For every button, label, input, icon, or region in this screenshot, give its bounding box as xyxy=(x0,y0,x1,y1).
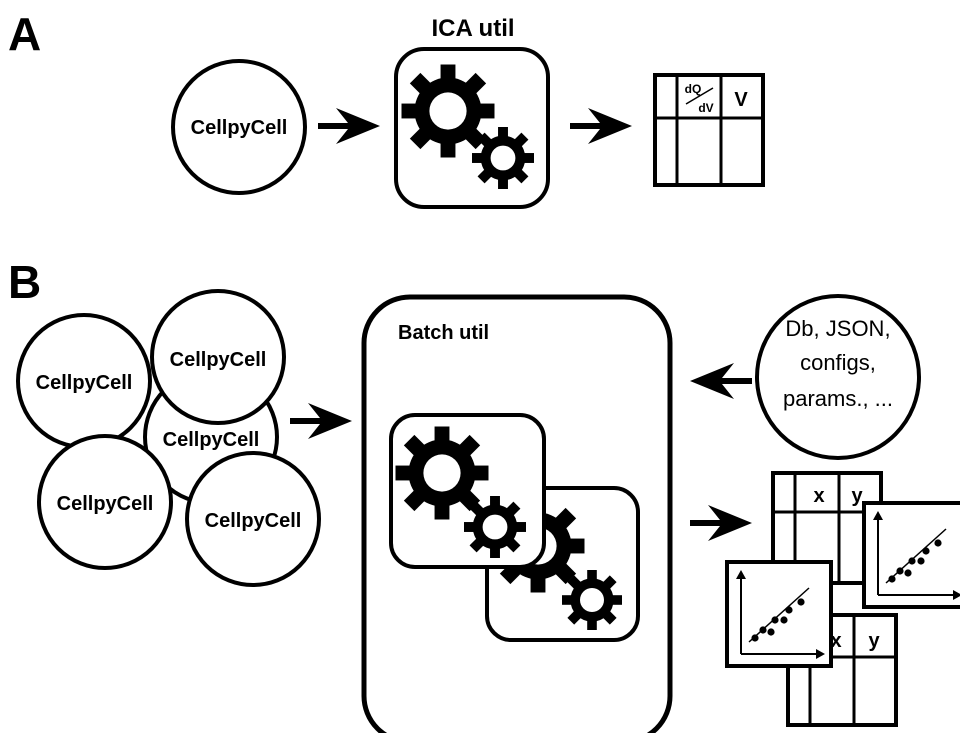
cellpycell-label-b-bottomleft: CellpyCell xyxy=(57,493,154,515)
gear-icon-b-back-small xyxy=(562,570,622,630)
cellpycell-label-b-middle: CellpyCell xyxy=(163,429,260,451)
arrow-icon-b1 xyxy=(290,403,352,439)
gear-icon-a-small xyxy=(472,127,534,189)
table-back-header-x: x xyxy=(813,485,824,507)
table-header-dq: dQ xyxy=(685,82,702,96)
cellpycell-circle-b-bottomleft xyxy=(37,434,173,570)
inputs-line-3: params., ... xyxy=(783,386,893,411)
panel-b-letter: B xyxy=(8,256,41,308)
gear-icon-a-large xyxy=(401,64,495,158)
cellpycell-label-a: CellpyCell xyxy=(191,117,288,139)
cellpycell-label-b-bottomright: CellpyCell xyxy=(205,510,302,532)
scatter-plot-icon-right xyxy=(862,501,960,609)
cellpycell-circle-a xyxy=(171,59,307,195)
scatter-plot-icon-left xyxy=(725,560,833,668)
ica-util-title: ICA util xyxy=(431,15,514,42)
arrow-icon-b3 xyxy=(690,505,752,541)
arrow-icon-a1 xyxy=(318,108,380,144)
ica-output-table xyxy=(653,73,765,187)
table-back-header-y: y xyxy=(851,485,863,507)
cellpycell-circle-b-bottomright xyxy=(185,451,321,587)
cellpycell-label-b-top: CellpyCell xyxy=(170,349,267,371)
inputs-line-1: Db, JSON, xyxy=(785,316,890,341)
gear-icon-b-front-small xyxy=(464,496,526,558)
table-header-dv: dV xyxy=(698,101,713,115)
arrow-icon-a2 xyxy=(570,108,632,144)
table-header-v: V xyxy=(734,89,748,111)
table-front-header-y: y xyxy=(868,630,880,652)
inputs-line-2: configs, xyxy=(800,350,876,375)
panel-a-letter: A xyxy=(8,8,41,60)
cellpycell-circle-b-top xyxy=(150,289,286,425)
arrow-icon-b2 xyxy=(690,363,752,399)
table-front-header-x: x xyxy=(830,630,841,652)
cellpycell-label-b-topleft: CellpyCell xyxy=(36,372,133,394)
batch-util-title: Batch util xyxy=(398,322,489,344)
inputs-circle xyxy=(755,294,921,460)
